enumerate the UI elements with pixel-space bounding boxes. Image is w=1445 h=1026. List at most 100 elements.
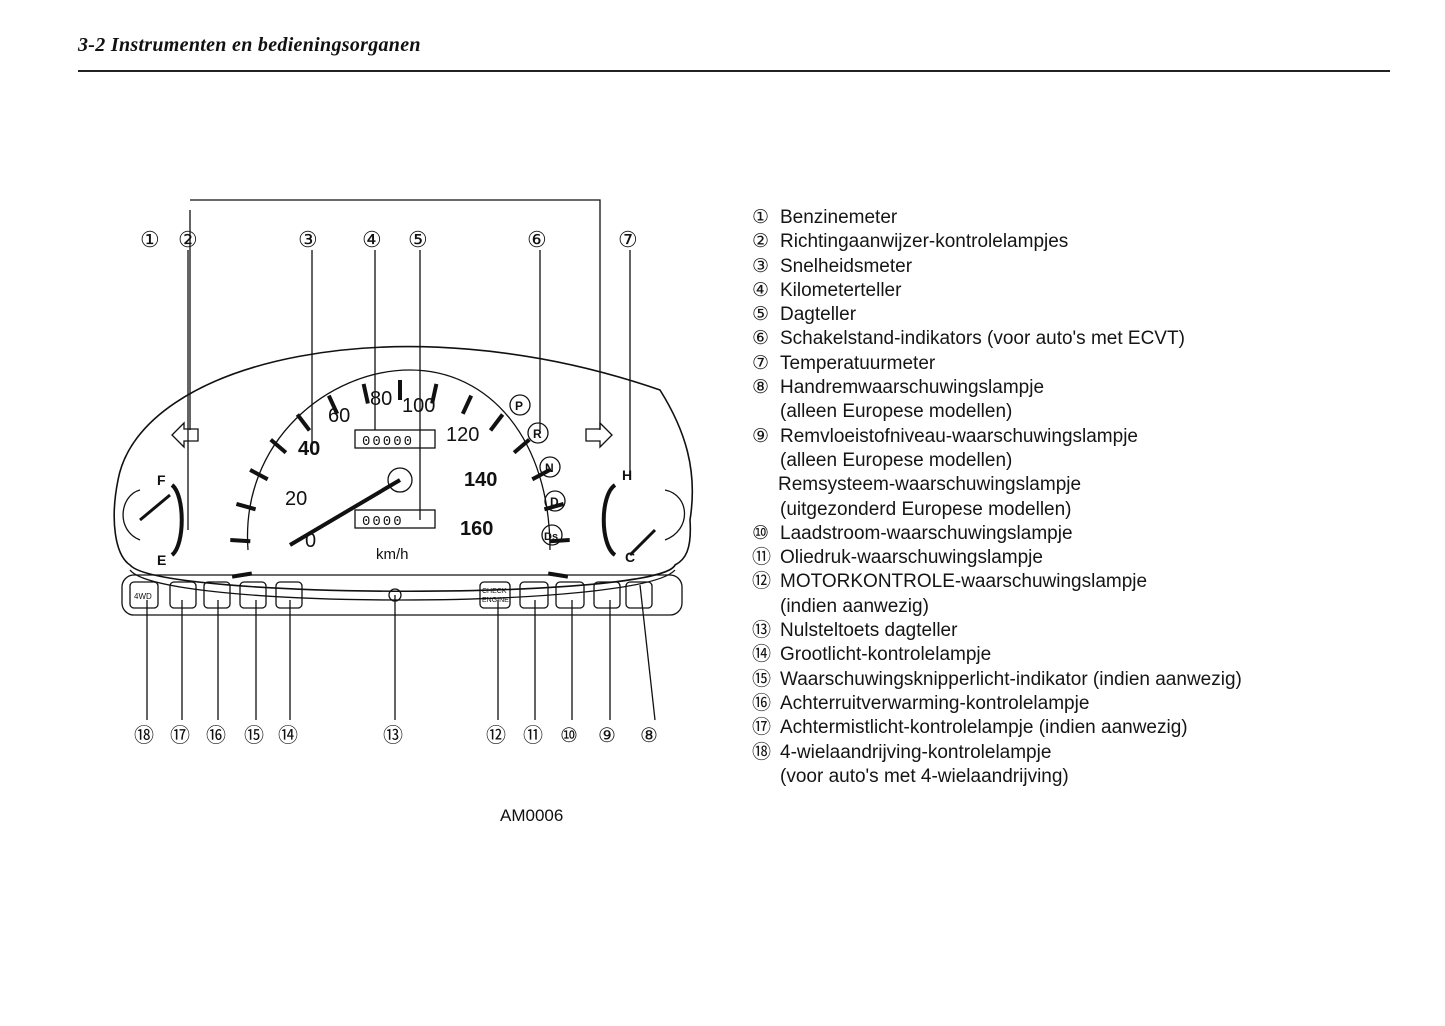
legend-continuation: (alleen Europese modellen) <box>780 401 1013 423</box>
legend-text: Temperatuurmeter <box>780 352 936 374</box>
legend-number: ④ <box>752 279 770 301</box>
legend-number: ⑨ <box>752 425 770 447</box>
speed-unit: km/h <box>376 546 409 563</box>
odometer-display: 00000 <box>362 434 414 450</box>
instrument-cluster-illustration: ① ② ③ ④ ⑤ ⑥ ⑦ ⑱ ⑰ ⑯ ⑮ ⑭ ⑬ ⑫ ⑪ ⑩ ⑨ ⑧ 0 20… <box>113 199 694 747</box>
legend-text: Snelheidsmeter <box>780 255 913 277</box>
speedometer-tick <box>249 468 269 482</box>
legend-number: ⑦ <box>752 352 770 374</box>
legend-text: Oliedruk-waarschuwingslampje <box>780 547 1043 569</box>
callout-16: ⑯ <box>206 724 226 747</box>
legend-item: ⑯ Achterruitverwarming-kontrolelampje <box>752 692 1352 716</box>
legend-number: ⑰ <box>752 717 772 739</box>
legend-text: Achterruitverwarming-kontrolelampje <box>780 692 1090 714</box>
legend-continuation: Remsysteem-waarschuwingslampje <box>778 474 1082 496</box>
legend-text: Laadstroom-waarschuwingslampje <box>780 522 1073 544</box>
callout-18: ⑱ <box>134 724 154 747</box>
speedometer-tick <box>460 394 474 415</box>
legend-item: ⑩ Laadstroom-waarschuwingslampje <box>752 522 1352 546</box>
speedometer-tick <box>543 501 565 512</box>
speedometer-tick <box>430 383 439 404</box>
gear-r: R <box>533 427 542 441</box>
legend-number: ⑱ <box>752 741 772 763</box>
callout-11: ⑪ <box>523 724 543 747</box>
legend-text: MOTORKONTROLE-waarschuwingslampje <box>780 571 1148 593</box>
callout-3: ③ <box>298 227 318 252</box>
legend-number: ⑫ <box>752 571 772 593</box>
callout-15: ⑮ <box>244 724 264 747</box>
speedometer-tick <box>235 501 257 512</box>
legend-text: Grootlicht-kontrolelampje <box>780 644 992 666</box>
legend-item: ③ Snelheidsmeter <box>752 255 1352 279</box>
callout-13: ⑬ <box>383 724 403 747</box>
legend-item: ⑱ 4-wielaandrijving-kontrolelampje <box>752 741 1352 765</box>
speedometer-tick <box>326 394 340 415</box>
callout-14: ⑭ <box>278 724 298 747</box>
speed-label-0: 0 <box>305 530 316 552</box>
speedometer-tick <box>549 538 570 544</box>
speedometer-tick <box>512 438 531 455</box>
callout-2: ② <box>178 227 198 252</box>
legend-number: ⑯ <box>752 692 772 714</box>
speedometer-tick <box>269 438 288 455</box>
speed-label-40: 40 <box>298 438 320 460</box>
speedometer-tick <box>547 571 569 579</box>
callout-6: ⑥ <box>527 227 547 252</box>
speed-label-120: 120 <box>446 424 479 446</box>
check-engine-lamp-line1: CHECK <box>482 588 507 595</box>
legend-text: Nulsteltoets dagteller <box>780 620 958 642</box>
fwd-lamp-text: 4WD <box>134 592 152 601</box>
speed-label-60: 60 <box>328 405 350 427</box>
check-engine-lamp-line2: ENGINE <box>482 597 509 604</box>
page-header: 3-2 Instrumenten en bedieningsorganen <box>78 34 1390 57</box>
callout-12: ⑫ <box>486 724 506 747</box>
callout-5: ⑤ <box>408 227 428 252</box>
speed-label-100: 100 <box>402 395 435 417</box>
speedometer-tick <box>488 413 505 432</box>
legend-number: ② <box>752 231 770 253</box>
legend-continuation: (indien aanwezig) <box>780 595 929 617</box>
legend-number: ⑭ <box>752 644 772 666</box>
speedometer-tick <box>230 538 251 544</box>
temp-hot-label: H <box>622 467 632 483</box>
legend-text: Schakelstand-indikators (voor auto's met… <box>780 328 1185 350</box>
legend-number: ① <box>752 207 770 228</box>
gear-ds: Ds <box>544 531 558 543</box>
legend-text: Waarschuwingsknipperlicht-indikator (ind… <box>780 668 1242 690</box>
legend-item: ⑭ Grootlicht-kontrolelampje <box>752 643 1352 667</box>
figure-code: AM0006 <box>500 806 564 825</box>
legend-number: ⑪ <box>752 547 772 569</box>
legend-number: ⑩ <box>752 522 770 544</box>
legend-text: 4-wielaandrijving-kontrolelampje <box>780 741 1052 763</box>
legend-item: ⑫ MOTORKONTROLE-waarschuwingslampje <box>752 570 1352 594</box>
legend-text: Dagteller <box>780 304 857 326</box>
legend-number: ⑤ <box>752 304 770 326</box>
speedometer-ticks <box>230 380 570 579</box>
speedometer-tick <box>361 383 370 404</box>
callout-17: ⑰ <box>170 724 190 747</box>
fuel-empty-label: E <box>157 552 166 568</box>
page-title: 3-2 Instrumenten en bedieningsorganen <box>78 34 421 56</box>
legend-number: ⑬ <box>752 620 772 642</box>
temp-cold-label: C <box>625 549 635 565</box>
legend-text: Kilometerteller <box>780 279 902 301</box>
speedometer-tick <box>231 571 253 579</box>
legend-item: ⑤ Dagteller <box>752 303 1352 327</box>
legend-item: ④ Kilometerteller <box>752 279 1352 303</box>
gear-d: D <box>550 495 559 509</box>
legend-item: ⑦ Temperatuurmeter <box>752 352 1352 376</box>
speed-label-160: 160 <box>460 518 493 540</box>
callout-8: ⑧ <box>640 725 658 747</box>
legend-number: ⑥ <box>752 328 770 350</box>
callout-1: ① <box>140 227 160 252</box>
speed-label-140: 140 <box>464 469 497 491</box>
legend-continuation: (alleen Europese modellen) <box>780 449 1013 471</box>
legend-number: ③ <box>752 255 770 277</box>
legend-continuation: (uitgezonderd Europese modellen) <box>780 498 1072 520</box>
callout-7: ⑦ <box>618 227 638 252</box>
